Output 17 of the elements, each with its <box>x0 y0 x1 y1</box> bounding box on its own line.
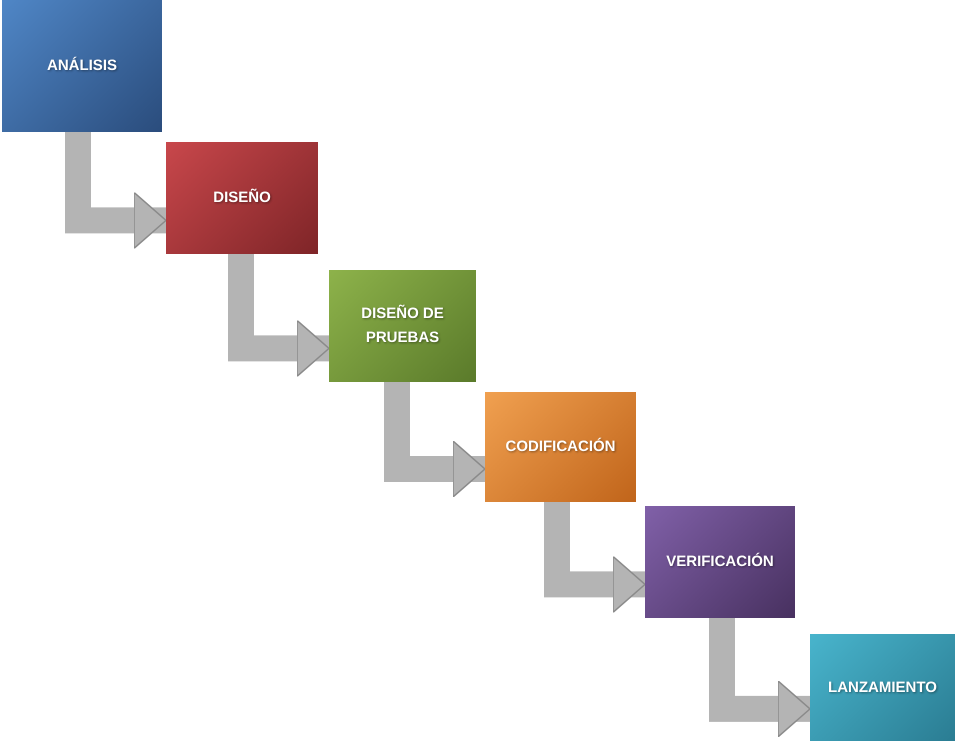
arrow <box>544 502 646 614</box>
step-label: DISEÑO <box>213 188 271 208</box>
step-label: LANZAMIENTO <box>828 678 937 698</box>
process-box <box>645 506 795 618</box>
arrow <box>65 132 167 250</box>
process-box <box>485 392 636 502</box>
step-label: CODIFICACIÓN <box>506 436 616 457</box>
process-box <box>329 270 476 382</box>
process-box <box>810 634 955 741</box>
step-label: VERIFICACIÓN <box>666 552 774 572</box>
arrow <box>709 618 811 738</box>
step-label: DISEÑO DE PRUEBAS <box>360 304 445 348</box>
arrow <box>228 254 330 378</box>
process-box <box>166 142 318 254</box>
arrow <box>384 382 486 498</box>
step-label: ANÁLISIS <box>46 56 117 76</box>
process-box <box>2 0 162 132</box>
